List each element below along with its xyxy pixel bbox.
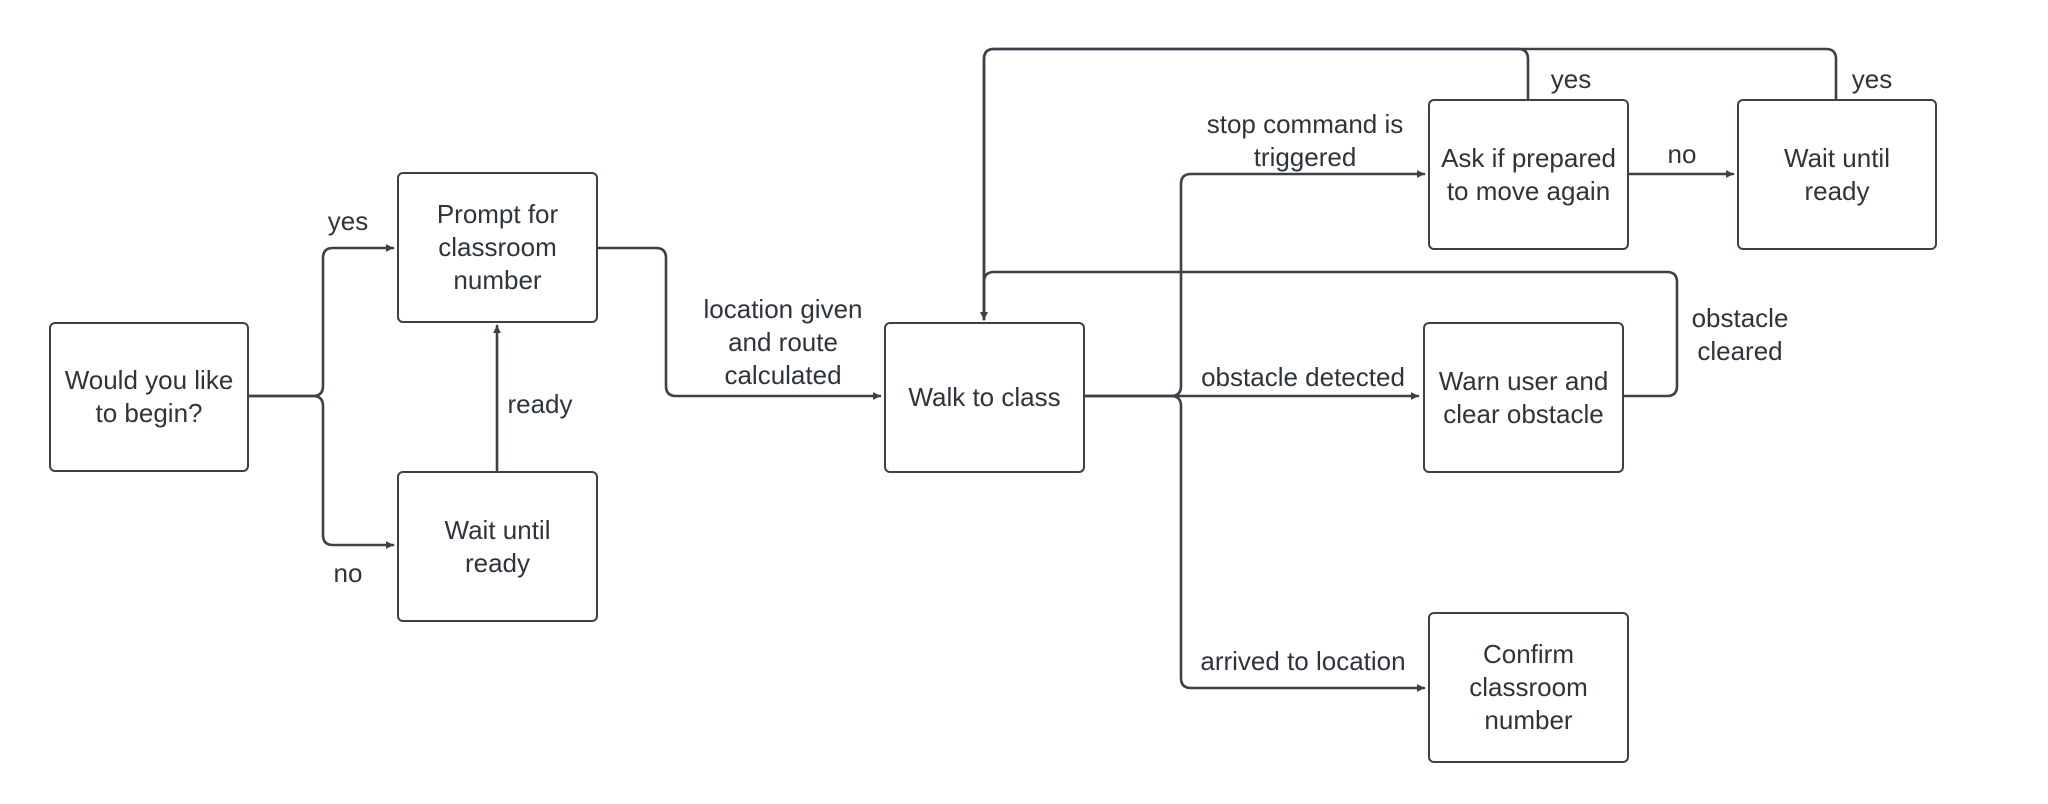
edge-label-yes-prepared: yes bbox=[1550, 64, 1592, 94]
edge-label-obstacle-cleared: obstacle cleared bbox=[1691, 303, 1789, 366]
walk-to-class-node: Walk to class bbox=[884, 322, 1085, 473]
prompt-classroom-node: Prompt for classroom number bbox=[397, 172, 598, 323]
wait-until-ready-node: Wait until ready bbox=[397, 471, 598, 622]
edge-label-no: no bbox=[333, 558, 363, 588]
edge-warn-loop-to-walk bbox=[980, 270, 1679, 398]
edge-label-stop-command: stop command is triggered bbox=[1206, 109, 1404, 172]
edge-prompt-to-walk bbox=[596, 246, 882, 400]
edge-begin-to-wait bbox=[247, 394, 395, 549]
confirm-classroom-node: Confirm classroom number bbox=[1428, 612, 1629, 763]
edge-label-arrived: arrived to location bbox=[1200, 646, 1406, 676]
begin-decision-node: Would you like to begin? bbox=[49, 322, 249, 472]
warn-user-node: Warn user and clear obstacle bbox=[1423, 322, 1624, 473]
edge-label-yes-wait: yes bbox=[1851, 64, 1893, 94]
edge-label-ready: ready bbox=[507, 389, 573, 419]
edge-label-no-prepared: no bbox=[1667, 139, 1697, 169]
wait-until-ready-node-2: Wait until ready bbox=[1737, 99, 1937, 250]
edge-label-location-given: location given and route calculated bbox=[703, 294, 863, 390]
edge-label-yes: yes bbox=[327, 206, 369, 236]
edge-begin-to-prompt bbox=[247, 244, 395, 398]
edge-label-obstacle-detected: obstacle detected bbox=[1201, 362, 1405, 392]
edge-walk-to-confirm bbox=[1083, 394, 1426, 692]
edge-wait-loop-to-walk bbox=[980, 47, 1838, 321]
ask-prepared-node: Ask if prepared to move again bbox=[1428, 99, 1629, 250]
